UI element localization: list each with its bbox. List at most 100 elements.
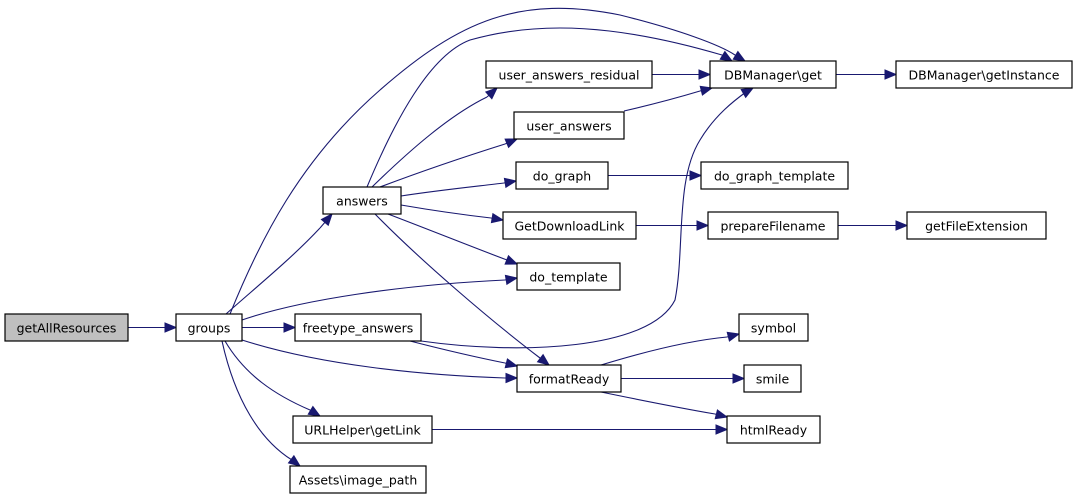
node-formatready[interactable]: formatReady	[516, 364, 622, 393]
node-dbmanager-get[interactable]: DBManager\get	[709, 60, 837, 89]
node-label[interactable]: user_answers_residual	[499, 68, 640, 83]
arrowhead-icon	[504, 274, 519, 286]
arrowhead-icon	[504, 358, 519, 369]
node-box[interactable]	[709, 60, 837, 89]
node-box[interactable]	[516, 364, 622, 393]
edge-answers-to-do_graph	[400, 177, 518, 197]
edge-answers-to-formatReady	[374, 213, 551, 366]
node-box[interactable]	[895, 60, 1073, 89]
arrowhead-icon	[884, 69, 898, 80]
edge-user_answers_residual-to-DBManager_get	[652, 69, 712, 80]
edge-line	[420, 91, 747, 349]
node-box[interactable]	[726, 415, 821, 444]
node-label[interactable]: URLHelper\getLink	[304, 423, 421, 438]
node-htmlready[interactable]: htmlReady	[726, 415, 821, 444]
node-getdownloadlink[interactable]: GetDownloadLink	[502, 211, 637, 240]
node-symbol[interactable]: symbol	[738, 313, 809, 342]
node-box[interactable]	[294, 313, 422, 342]
arrowhead-icon	[719, 50, 734, 62]
edge-answers-to-GetDownloadLink	[400, 204, 505, 224]
node-label[interactable]: do_graph_template	[714, 169, 835, 184]
edge-groups-to-Assets_image_path	[221, 340, 302, 467]
node-box[interactable]	[175, 313, 243, 342]
node-label[interactable]: freetype_answers	[303, 321, 413, 336]
node-getfileextension[interactable]: getFileExtension	[906, 211, 1047, 240]
node-label[interactable]: htmlReady	[740, 423, 808, 438]
node-box[interactable]	[485, 60, 653, 89]
arrowhead-icon	[732, 373, 746, 384]
node-box[interactable]	[515, 161, 609, 190]
node-dbmanager-getinstance[interactable]: DBManager\getInstance	[895, 60, 1073, 89]
node-freetype-answers[interactable]: freetype_answers	[294, 313, 422, 342]
node-box[interactable]	[292, 415, 433, 444]
edge-line-tail	[319, 221, 326, 229]
arrowhead-icon	[503, 177, 518, 189]
node-box[interactable]	[743, 364, 802, 393]
node-label[interactable]: smile	[756, 372, 790, 387]
node-label[interactable]: answers	[336, 194, 388, 209]
node-box[interactable]	[516, 262, 621, 291]
node-box[interactable]	[322, 186, 402, 215]
edge-line	[600, 336, 728, 366]
node-user-answers-residual[interactable]: user_answers_residual	[485, 60, 653, 89]
node-label[interactable]: formatReady	[529, 372, 610, 387]
edge-line	[371, 96, 488, 188]
edge-line	[623, 90, 701, 112]
edge-groups-to-formatReady	[241, 339, 519, 384]
edge-line	[374, 213, 541, 359]
edge-answers-to-user_answers	[379, 138, 519, 188]
node-label[interactable]: user_answers	[526, 119, 611, 134]
edge-groups-to-URLHelper_getLink	[224, 340, 322, 417]
arrowhead-icon	[283, 322, 297, 333]
node-label[interactable]: getFileExtension	[925, 219, 1028, 234]
node-label[interactable]: getAllResources	[17, 321, 117, 336]
edge-line	[400, 182, 505, 197]
node-label[interactable]: Assets\image_path	[299, 473, 418, 488]
node-box[interactable]	[700, 161, 849, 190]
edge-groups-to-freetype_answers	[242, 322, 297, 333]
node-user-answers[interactable]: user_answers	[513, 111, 625, 140]
node-box[interactable]	[513, 111, 625, 140]
edge-answers-to-user_answers_residual	[371, 87, 498, 188]
node-do-graph[interactable]: do_graph	[515, 161, 609, 190]
node-do-template[interactable]: do_template	[516, 262, 621, 291]
edge-line	[225, 227, 321, 315]
edge-prepareFilename-to-getFileExtension	[838, 220, 909, 231]
node-urlhelper-getlink[interactable]: URLHelper\getLink	[292, 415, 433, 444]
node-label[interactable]: groups	[188, 321, 231, 336]
node-smile[interactable]: smile	[743, 364, 802, 393]
node-box[interactable]	[738, 313, 809, 342]
arrowhead-icon	[732, 50, 747, 62]
edge-getAllResources-to-groups	[128, 322, 178, 333]
edge-do_graph-to-do_graph_template	[608, 170, 703, 181]
node-label[interactable]: prepareFilename	[720, 219, 825, 234]
node-groups[interactable]: groups	[175, 313, 243, 342]
edge-line-tail	[486, 94, 490, 98]
arrowhead-icon	[689, 170, 703, 181]
node-label[interactable]: symbol	[751, 321, 796, 336]
node-assets-image-path[interactable]: Assets\image_path	[289, 465, 427, 494]
node-label[interactable]: DBManager\getInstance	[909, 68, 1060, 83]
node-box[interactable]	[707, 211, 839, 240]
node-answers[interactable]: answers	[322, 186, 402, 215]
node-label[interactable]: DBManager\get	[724, 68, 822, 83]
edge-user_answers-to-DBManager_get	[623, 85, 714, 112]
node-label[interactable]: do_template	[529, 270, 608, 285]
arrowhead-icon	[726, 331, 741, 342]
edges-layer	[128, 7, 909, 467]
node-box[interactable]	[4, 313, 129, 342]
node-label[interactable]: GetDownloadLink	[514, 219, 625, 234]
node-box[interactable]	[502, 211, 637, 240]
node-box[interactable]	[906, 211, 1047, 240]
edge-line	[224, 340, 311, 411]
node-do-graph-template[interactable]: do_graph_template	[700, 161, 849, 190]
node-label[interactable]: do_graph	[533, 169, 591, 184]
node-getallresources[interactable]: getAllResources	[4, 313, 129, 342]
edge-answers-to-DBManager_get	[366, 27, 734, 188]
node-box[interactable]	[289, 465, 427, 494]
edge-URLHelper_getLink-to-htmlReady	[432, 424, 729, 435]
arrowhead-icon	[164, 322, 178, 333]
node-preparefilename[interactable]: prepareFilename	[707, 211, 839, 240]
edge-line	[409, 340, 506, 364]
